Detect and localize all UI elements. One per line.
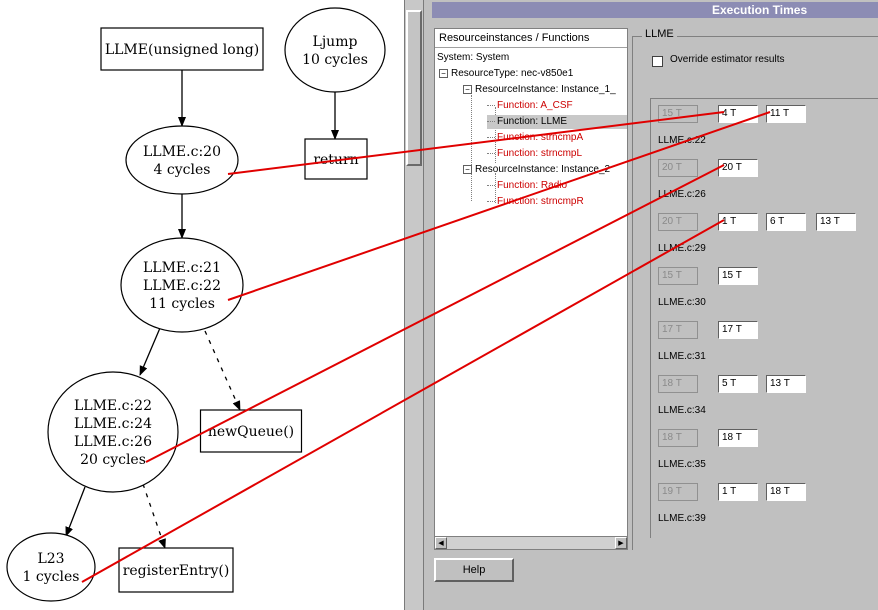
tree-header: Resourceinstances / Functions bbox=[435, 29, 627, 48]
row-label: LLME.c:29 bbox=[658, 243, 706, 254]
node-shape bbox=[100, 27, 264, 71]
vertical-scrollbar[interactable] bbox=[404, 0, 424, 610]
node-label: 20 cycles bbox=[80, 452, 146, 468]
override-value-input[interactable]: 13 T bbox=[766, 375, 806, 393]
node-label: LLME(unsigned long) bbox=[105, 42, 259, 58]
override-label: Override estimator results bbox=[670, 54, 785, 65]
node-label: L23 bbox=[37, 551, 64, 567]
tree-item-resource-type[interactable]: −ResourceType: nec-v850e1 bbox=[439, 67, 573, 81]
node-label: 1 cycles bbox=[23, 569, 80, 585]
collapse-icon[interactable]: − bbox=[463, 84, 472, 94]
tree-item-function-strncmpl[interactable]: Function: strncmpL bbox=[487, 147, 582, 161]
scroll-right-icon[interactable]: ▶ bbox=[615, 537, 627, 549]
node-llme-entry[interactable]: LLME(unsigned long) bbox=[100, 27, 264, 71]
estimated-value-field: 19 T bbox=[658, 483, 698, 501]
node-return[interactable]: return bbox=[304, 138, 368, 180]
override-value-input[interactable]: 6 T bbox=[766, 213, 806, 231]
tree-item-instance-1[interactable]: −ResourceInstance: Instance_1_ bbox=[463, 83, 616, 97]
tree-item-function-llme[interactable]: Function: LLME bbox=[487, 115, 627, 129]
override-value-input[interactable]: 11 T bbox=[766, 105, 806, 123]
edge-llme-c21-to-llme-c22 bbox=[139, 327, 161, 376]
node-label: 11 cycles bbox=[149, 296, 215, 312]
row-label: LLME.c:26 bbox=[658, 189, 706, 200]
node-label: return bbox=[313, 152, 358, 168]
override-value-input[interactable]: 18 T bbox=[718, 429, 758, 447]
node-ljump[interactable]: Ljump 10 cycles bbox=[284, 7, 386, 93]
node-shape bbox=[47, 371, 179, 493]
collapse-icon[interactable]: − bbox=[439, 68, 448, 78]
row-label: LLME.c:39 bbox=[658, 513, 706, 524]
override-value-input[interactable]: 5 T bbox=[718, 375, 758, 393]
tree-item-function-strncmpr[interactable]: Function: strncmpR bbox=[487, 195, 584, 209]
row-label: LLME.c:30 bbox=[658, 297, 706, 308]
collapse-icon[interactable]: − bbox=[463, 164, 472, 174]
estimated-value-field: 18 T bbox=[658, 429, 698, 447]
node-shape bbox=[284, 7, 386, 93]
override-value-input[interactable]: 17 T bbox=[718, 321, 758, 339]
node-shape bbox=[125, 125, 239, 195]
dialog-title: Execution Times bbox=[432, 2, 878, 18]
estimated-value-field: 20 T bbox=[658, 213, 698, 231]
tree-horizontal-scrollbar[interactable]: ◀ ▶ bbox=[434, 536, 628, 550]
resource-tree[interactable]: Resourceinstances / Functions System: Sy… bbox=[434, 28, 628, 550]
edge-llme-c21-to-newqueue bbox=[204, 330, 241, 411]
node-label: LLME.c:26 bbox=[74, 434, 152, 450]
tree-item-label: ResourceType: nec-v850e1 bbox=[451, 68, 574, 79]
tree-item-function-a-csf[interactable]: Function: A_CSF bbox=[487, 99, 573, 113]
tree-item-system[interactable]: System: System bbox=[437, 52, 510, 63]
tree-item-label: ResourceInstance: Instance_1_ bbox=[475, 84, 616, 95]
node-llme-c20[interactable]: LLME.c:20 4 cycles bbox=[125, 125, 239, 195]
tree-item-function-strncmpa[interactable]: Function: strncmpA bbox=[487, 131, 583, 145]
estimated-value-field: 15 T bbox=[658, 105, 698, 123]
node-shape bbox=[6, 532, 96, 602]
override-value-input[interactable]: 18 T bbox=[766, 483, 806, 501]
node-label: LLME.c:22 bbox=[143, 278, 221, 294]
row-label: LLME.c:35 bbox=[658, 459, 706, 470]
node-label: newQueue() bbox=[208, 424, 294, 440]
estimated-value-field: 15 T bbox=[658, 267, 698, 285]
override-value-input[interactable]: 4 T bbox=[718, 105, 758, 123]
tree-item-label: ResourceInstance: Instance_2 bbox=[475, 164, 611, 175]
override-value-input[interactable]: 15 T bbox=[718, 267, 758, 285]
node-label: Ljump bbox=[313, 34, 358, 50]
row-label: LLME.c:31 bbox=[658, 351, 706, 362]
node-label: 10 cycles bbox=[302, 52, 368, 68]
row-label: LLME.c:34 bbox=[658, 405, 706, 416]
node-label: LLME.c:22 bbox=[74, 398, 152, 414]
node-label: LLME.c:20 bbox=[143, 144, 221, 160]
help-button[interactable]: Help bbox=[434, 558, 514, 582]
edge-llme-c22-to-l23 bbox=[65, 486, 86, 537]
node-label: LLME.c:24 bbox=[74, 416, 152, 432]
edge-llme-c22-to-registerentry bbox=[142, 483, 166, 549]
node-registerentry[interactable]: registerEntry() bbox=[118, 547, 234, 593]
execution-times-dialog: Execution Times Resourceinstances / Func… bbox=[424, 0, 878, 610]
row-label: LLME.c:22 bbox=[658, 135, 706, 146]
scroll-left-icon[interactable]: ◀ bbox=[435, 537, 447, 549]
node-label: LLME.c:21 bbox=[143, 260, 221, 276]
override-value-input[interactable]: 13 T bbox=[816, 213, 856, 231]
override-value-input[interactable]: 1 T bbox=[718, 483, 758, 501]
group-label: LLME bbox=[642, 28, 677, 40]
node-label: 4 cycles bbox=[154, 162, 211, 178]
tree-item-function-radio[interactable]: Function: Radio bbox=[487, 179, 567, 193]
scrollbar-thumb[interactable] bbox=[406, 10, 422, 166]
estimated-value-field: 17 T bbox=[658, 321, 698, 339]
node-l23[interactable]: L23 1 cycles bbox=[6, 532, 96, 602]
override-value-input[interactable]: 1 T bbox=[718, 213, 758, 231]
estimated-value-field: 20 T bbox=[658, 159, 698, 177]
node-newqueue[interactable]: newQueue() bbox=[199, 409, 303, 453]
node-label: registerEntry() bbox=[123, 563, 230, 579]
override-checkbox[interactable] bbox=[652, 56, 663, 67]
tree-item-instance-2[interactable]: −ResourceInstance: Instance_2 bbox=[463, 163, 610, 177]
estimated-value-field: 18 T bbox=[658, 375, 698, 393]
override-value-input[interactable]: 20 T bbox=[718, 159, 758, 177]
